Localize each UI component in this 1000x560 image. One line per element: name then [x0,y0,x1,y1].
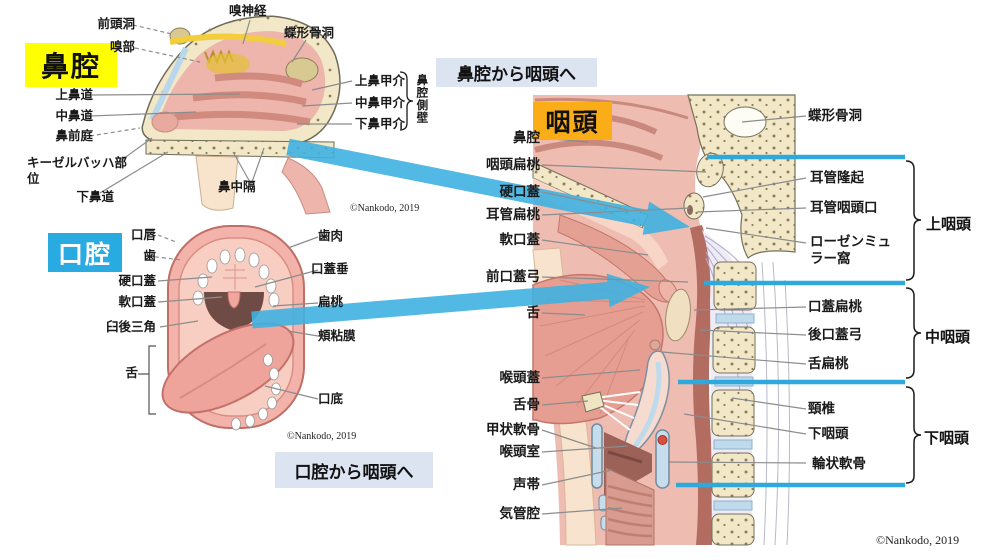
pharynx-boundary-lines [676,154,905,488]
tongue-sagittal-shape [532,273,664,425]
label-inferior-concha: 下鼻甲介 [355,117,406,131]
oral-copyright: ©Nankodo, 2019 [287,431,357,442]
label-lips: 口唇 [130,228,156,242]
nasal-to-pharynx-arrow [286,138,690,235]
hyoid-bone-shape [581,391,605,413]
label-laryngeal-ventricle: 喉頭室 [499,444,541,459]
palatine-tonsil-shape [665,288,691,342]
nasal-wall-brace [399,71,414,131]
label-epiglottis: 喉頭蓋 [499,370,541,385]
pharyngeal-wall [690,225,713,545]
label-sphenoid-sinus-nasal: 蝶形骨洞 [284,26,335,40]
label-kiesselbach-area: キーゼルバッハ部位 [27,156,128,186]
label-anterior-palatal-arch: 前口蓋弓 [486,269,540,284]
label-hard-palate-oral: 硬口蓋 [118,274,156,288]
label-rosenmuller-fossa: ローゼンミュラー窩 [810,234,891,266]
label-soft-palate-oral: 軟口蓋 [118,295,156,309]
lower-teeth [231,353,281,431]
label-tracheal-cavity: 気管腔 [499,506,541,521]
label-hard-palate: 硬口蓋 [499,184,541,199]
pharynx-illustration [532,94,796,546]
label-mouth-floor: 口底 [318,392,344,406]
label-tubal-elevation: 耳管隆起 [810,170,864,185]
label-nasal-vestibule: 鼻前庭 [55,129,93,143]
nasal-vestibule-shape [151,111,179,133]
olfactory-region-shape [206,53,250,75]
oral-to-pharynx-arrow [251,273,651,329]
label-superior-concha: 上鼻甲介 [355,74,406,88]
pharyngeal-tonsil-shape [696,152,724,188]
label-tube-pharyngeal-opening: 耳管咽頭口 [810,200,878,215]
label-middle-concha: 中鼻甲介 [355,96,406,110]
cervical-vertebrae [711,261,757,546]
section-label-oropharynx: 中咽頭 [925,329,971,346]
nasal-to-pharynx-header: 鼻腔から咽頭へ [436,58,597,87]
label-teeth: 歯 [143,249,156,263]
nasal-illustration [141,15,341,215]
oral-illustration [138,225,305,431]
label-vocal-cords: 声帯 [513,477,540,492]
oral-to-pharynx-header: 口腔から咽頭へ [275,452,433,488]
figure-copyright: ©Nankodo, 2019 [876,533,960,547]
label-buccal-mucosa: 頬粘膜 [318,329,356,343]
label-tonsil: 扁桃 [318,295,344,309]
nasal-title-box: 鼻腔 [25,43,117,87]
label-inferior-meatus: 下鼻道 [76,190,114,204]
uvula-shape [227,291,241,309]
label-pharyngeal-tonsil: 咽頭扁桃 [486,157,540,172]
posterior-curtain-lines [761,261,791,546]
label-frontal-sinus: 前頭洞 [97,17,135,31]
oral-title-box: 口腔 [48,233,122,272]
label-middle-meatus: 中鼻道 [55,109,93,123]
label-uvula: 口蓋垂 [311,262,349,276]
label-tubal-tonsil: 耳管扁桃 [486,207,540,222]
thyroid-cartilage-shape [591,423,603,489]
label-hyoid-bone: 舌骨 [513,397,540,412]
label-olfactory-nerve: 嗅神経 [229,4,267,18]
label-hypopharynx: 下咽頭 [808,426,849,441]
label-tongue: 舌 [526,305,541,320]
label-soft-palate: 軟口蓋 [499,232,541,247]
flow-arrows [251,138,690,329]
olfactory-nerve-shape [169,33,287,47]
torus-tubarius-shape [683,192,705,220]
label-olfactory-region: 嗅部 [109,40,135,54]
tongue-bracket [138,345,156,415]
nasal-bridge-shape [149,46,189,122]
section-braces [905,160,922,484]
label-nasal-septum: 鼻中隔 [218,180,256,194]
cricoid-cartilage-shape [655,429,670,489]
oropharynx-opening [204,292,264,331]
label-palatine-tonsil: 口蓋扁桃 [808,299,862,314]
label-cervical-vertebrae: 頸椎 [808,401,835,416]
label-sphenoid-sinus: 蝶形骨洞 [808,108,862,123]
label-nasal-cavity: 鼻腔 [513,130,540,145]
label-nasal-lateral-wall: 鼻腔側壁 [415,74,428,124]
section-label-nasopharynx: 上咽頭 [926,216,972,233]
label-retromolar-triangle: 臼後三角 [105,320,156,334]
label-posterior-palatal-arch: 後口蓋弓 [808,327,862,342]
section-label-hypopharynx: 下咽頭 [924,430,970,447]
label-gums: 歯肉 [318,229,344,243]
label-lingual-tonsil: 舌扁桃 [808,356,849,371]
leader-lines [89,19,807,515]
label-tongue-oral: 舌 [125,366,138,380]
label-thyroid-cartilage: 甲状軟骨 [486,422,540,437]
label-superior-meatus: 上鼻道 [55,88,93,102]
nasal-copyright: ©Nankodo, 2019 [350,203,420,214]
upper-teeth [192,247,280,308]
pharynx-title-box: 咽頭 [533,102,612,140]
label-cricoid-cartilage: 輪状軟骨 [812,456,866,471]
